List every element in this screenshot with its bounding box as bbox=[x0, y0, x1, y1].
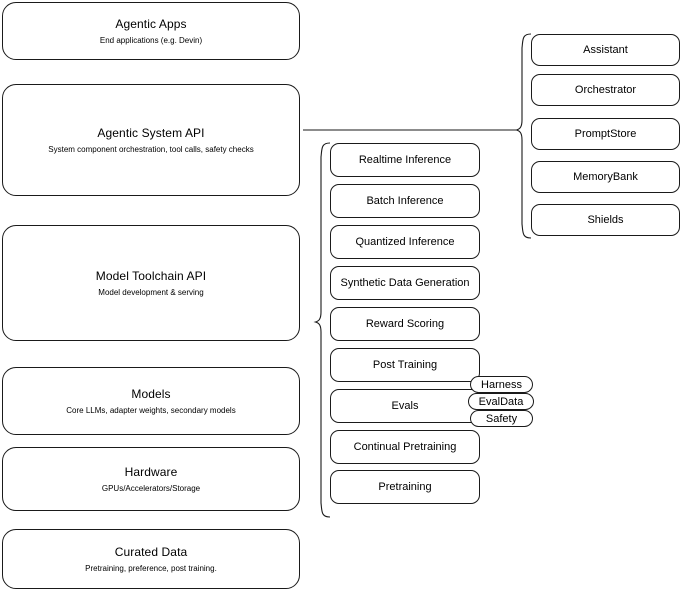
toolchain-item-batch-inference[interactable]: Batch Inference bbox=[330, 184, 480, 218]
layer-title: Agentic Apps bbox=[115, 16, 187, 31]
layer-title: Agentic System API bbox=[97, 125, 205, 140]
system-item-label: Orchestrator bbox=[574, 83, 637, 96]
toolchain-item-post-training[interactable]: Post Training bbox=[330, 348, 480, 382]
layer-hardware[interactable]: Hardware GPUs/Accelerators/Storage bbox=[2, 447, 300, 511]
toolchain-item-label: Reward Scoring bbox=[365, 317, 445, 330]
toolchain-item-pretraining[interactable]: Pretraining bbox=[330, 470, 480, 504]
layer-title: Curated Data bbox=[114, 544, 188, 559]
system-item-memorybank[interactable]: MemoryBank bbox=[531, 161, 680, 193]
toolchain-item-label: Evals bbox=[391, 399, 419, 412]
toolchain-item-continual-pretraining[interactable]: Continual Pretraining bbox=[330, 430, 480, 464]
toolchain-item-label: Pretraining bbox=[378, 480, 432, 493]
layer-title: Model Toolchain API bbox=[95, 268, 207, 283]
toolchain-item-synthetic-data-generation[interactable]: Synthetic Data Generation bbox=[330, 266, 480, 300]
system-item-label: Shields bbox=[587, 213, 624, 226]
system-item-promptstore[interactable]: PromptStore bbox=[531, 118, 680, 150]
layer-subtitle: System component orchestration, tool cal… bbox=[48, 144, 254, 154]
left-brace bbox=[313, 142, 331, 518]
system-item-label: MemoryBank bbox=[573, 170, 638, 183]
layer-subtitle: GPUs/Accelerators/Storage bbox=[101, 483, 201, 493]
toolchain-item-realtime-inference[interactable]: Realtime Inference bbox=[330, 143, 480, 177]
toolchain-item-evals[interactable]: Evals bbox=[330, 389, 480, 423]
toolchain-item-label: Post Training bbox=[372, 358, 438, 371]
layer-subtitle: Model development & serving bbox=[98, 287, 204, 297]
toolchain-item-reward-scoring[interactable]: Reward Scoring bbox=[330, 307, 480, 341]
layer-subtitle: Core LLMs, adapter weights, secondary mo… bbox=[66, 405, 236, 415]
layer-agentic-apps[interactable]: Agentic Apps End applications (e.g. Devi… bbox=[2, 2, 300, 60]
toolchain-item-label: Quantized Inference bbox=[355, 235, 455, 248]
system-item-orchestrator[interactable]: Orchestrator bbox=[531, 74, 680, 106]
toolchain-item-label: Synthetic Data Generation bbox=[340, 276, 470, 289]
toolchain-item-label: Realtime Inference bbox=[358, 153, 452, 166]
toolchain-item-quantized-inference[interactable]: Quantized Inference bbox=[330, 225, 480, 259]
evals-tag-harness[interactable]: Harness bbox=[470, 376, 533, 393]
toolchain-item-label: Continual Pretraining bbox=[353, 440, 457, 453]
layer-subtitle: End applications (e.g. Devin) bbox=[99, 35, 203, 45]
system-item-label: PromptStore bbox=[574, 127, 637, 140]
evals-tag-evaldata[interactable]: EvalData bbox=[468, 393, 534, 410]
layer-subtitle: Pretraining, preference, post training. bbox=[85, 563, 217, 573]
evals-tag-label: Harness bbox=[481, 378, 522, 391]
system-item-label: Assistant bbox=[583, 43, 628, 56]
system-item-assistant[interactable]: Assistant bbox=[531, 34, 680, 66]
layer-models[interactable]: Models Core LLMs, adapter weights, secon… bbox=[2, 367, 300, 435]
evals-tag-safety[interactable]: Safety bbox=[470, 410, 533, 427]
layer-agentic-system-api[interactable]: Agentic System API System component orch… bbox=[2, 84, 300, 196]
evals-tag-label: Safety bbox=[485, 412, 518, 425]
toolchain-item-label: Batch Inference bbox=[366, 194, 444, 207]
layer-model-toolchain-api[interactable]: Model Toolchain API Model development & … bbox=[2, 225, 300, 341]
layer-title: Hardware bbox=[124, 464, 178, 479]
evals-tag-label: EvalData bbox=[478, 395, 524, 408]
layer-title: Models bbox=[131, 386, 171, 401]
system-item-shields[interactable]: Shields bbox=[531, 204, 680, 236]
layer-curated-data[interactable]: Curated Data Pretraining, preference, po… bbox=[2, 529, 300, 589]
right-brace bbox=[514, 33, 532, 239]
